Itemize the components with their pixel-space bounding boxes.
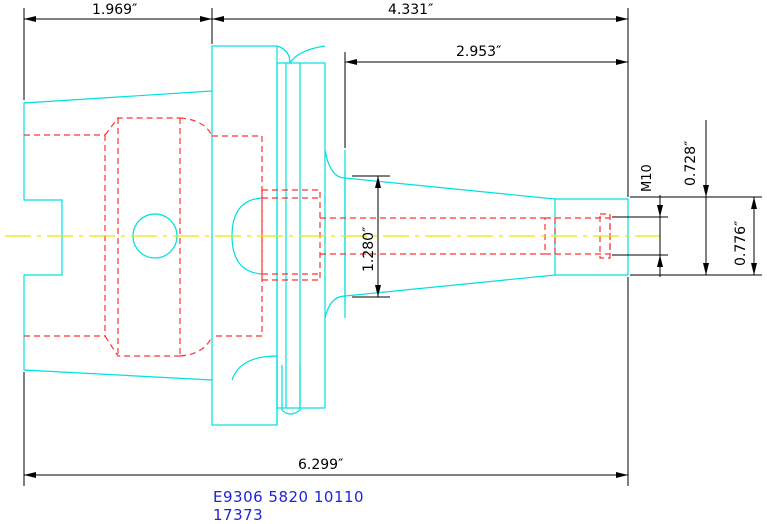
dim-gauge-to-nose: 4.331″ — [388, 2, 433, 18]
dim-inner-diameter: 0.728″ — [683, 141, 699, 186]
dim-nose-length: 2.953″ — [456, 44, 501, 60]
dim-overall-length: 6.299″ — [298, 457, 343, 473]
hidden-lines — [24, 117, 611, 357]
dimension-lines — [23, 8, 762, 486]
part-code-line2: 17373 — [213, 506, 264, 524]
dim-thread: M10 — [640, 164, 655, 192]
dimension-arrows — [24, 16, 757, 478]
dim-outer-diameter: 0.776″ — [733, 221, 749, 266]
dim-flange-to-taper: 1.969″ — [92, 2, 137, 18]
part-code-line1: E9306 5820 10110 — [213, 488, 365, 506]
dim-nose-diameter: 1.280″ — [361, 227, 377, 272]
